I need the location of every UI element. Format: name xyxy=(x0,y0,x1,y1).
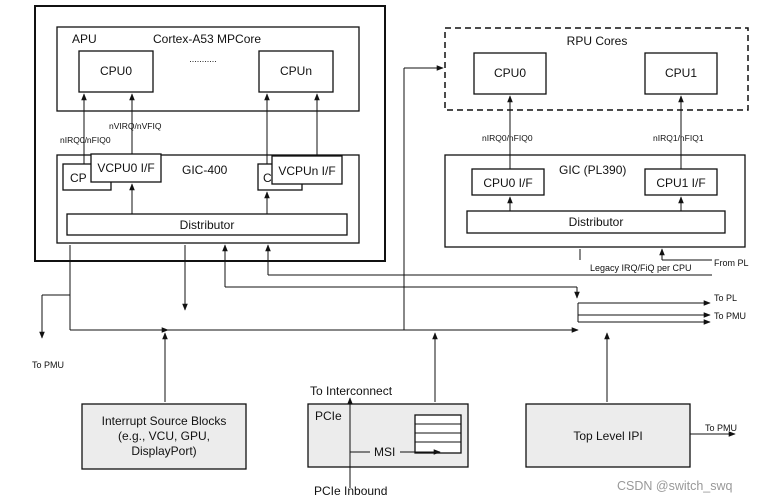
from-pl-label: From PL xyxy=(714,258,749,268)
to-pmu-left-label: To PMU xyxy=(32,360,64,370)
top-level-ipi-label: Top Level IPI xyxy=(573,429,642,443)
to-pmu-right-label: To PMU xyxy=(714,311,746,321)
apu-cpun-label: CPUn xyxy=(280,64,312,78)
rpu-cpu1-if-label: CPU1 I/F xyxy=(656,176,705,190)
rpu-cpu0-label: CPU0 xyxy=(494,66,526,80)
rpu-cpu1-box xyxy=(644,52,718,95)
apu-vcpun-if-box xyxy=(271,155,343,185)
to-interconnect-label: To Interconnect xyxy=(310,384,393,398)
rpu-cores-box xyxy=(444,27,749,111)
interrupt-source-blocks-box xyxy=(81,403,247,470)
apu-cpu0-label: CPU0 xyxy=(100,64,132,78)
apu-outer-box xyxy=(34,5,386,262)
rpu-cores-title: RPU Cores xyxy=(567,34,628,48)
apu-vcpu0-if-label: VCPU0 I/F xyxy=(97,161,154,175)
apu-label: APU xyxy=(72,32,97,46)
rpu-cpu0-if-box xyxy=(471,168,545,196)
gic-400-title: GIC-400 xyxy=(182,163,228,177)
msi-label: MSI xyxy=(374,445,395,459)
legacy-irq-label: Legacy IRQ/FiQ per CPU xyxy=(590,263,692,273)
apu-cpu0-if-label: CP xyxy=(70,171,87,185)
ipi-to-pmu-label: To PMU xyxy=(705,423,737,433)
isb-line-2: (e.g., VCU, GPU, xyxy=(118,429,210,443)
apu-cpu0-box xyxy=(78,50,154,93)
apu-cpun-box xyxy=(258,50,334,93)
rpu-cpu1-if-box xyxy=(644,168,718,196)
apu-irq-signal-label: nIRQ0/nFIQ0 xyxy=(60,135,111,145)
rpu-cpu1-label: CPU1 xyxy=(665,66,697,80)
watermark: CSDN @switch_swq xyxy=(617,479,733,493)
apu-vcpun-if-label: VCPUn I/F xyxy=(278,164,335,178)
apu-cpu-ellipsis: ........... xyxy=(189,54,217,64)
isb-line-3: DisplayPort) xyxy=(131,444,196,458)
apu-distributor-box xyxy=(66,213,348,236)
apu-virq-signal-label: nVIRQ/nVFIQ xyxy=(109,121,162,131)
pcie-label: PCIe xyxy=(315,409,342,423)
isb-line-1: Interrupt Source Blocks xyxy=(102,414,227,428)
msi-register-box xyxy=(414,414,462,454)
rpu-irq0-signal-label: nIRQ0/nFIQ0 xyxy=(482,133,533,143)
pcie-inbound-label: PCIe Inbound xyxy=(314,484,387,498)
rpu-distributor-box xyxy=(466,210,726,234)
rpu-cpu0-if-label: CPU0 I/F xyxy=(483,176,532,190)
top-level-ipi-box xyxy=(525,403,691,468)
to-pl-label: To PL xyxy=(714,293,737,303)
apu-distributor-label: Distributor xyxy=(180,218,235,232)
rpu-distributor-label: Distributor xyxy=(569,215,624,229)
apu-vcpu0-if-box xyxy=(90,153,162,183)
rpu-irq1-signal-label: nIRQ1/nFIQ1 xyxy=(653,133,704,143)
rpu-cpu0-box xyxy=(473,52,547,95)
cortex-a53-title: Cortex-A53 MPCore xyxy=(153,32,261,46)
gic-pl390-title: GIC (PL390) xyxy=(559,163,626,177)
apu-cpun-if-label: C xyxy=(263,171,272,185)
